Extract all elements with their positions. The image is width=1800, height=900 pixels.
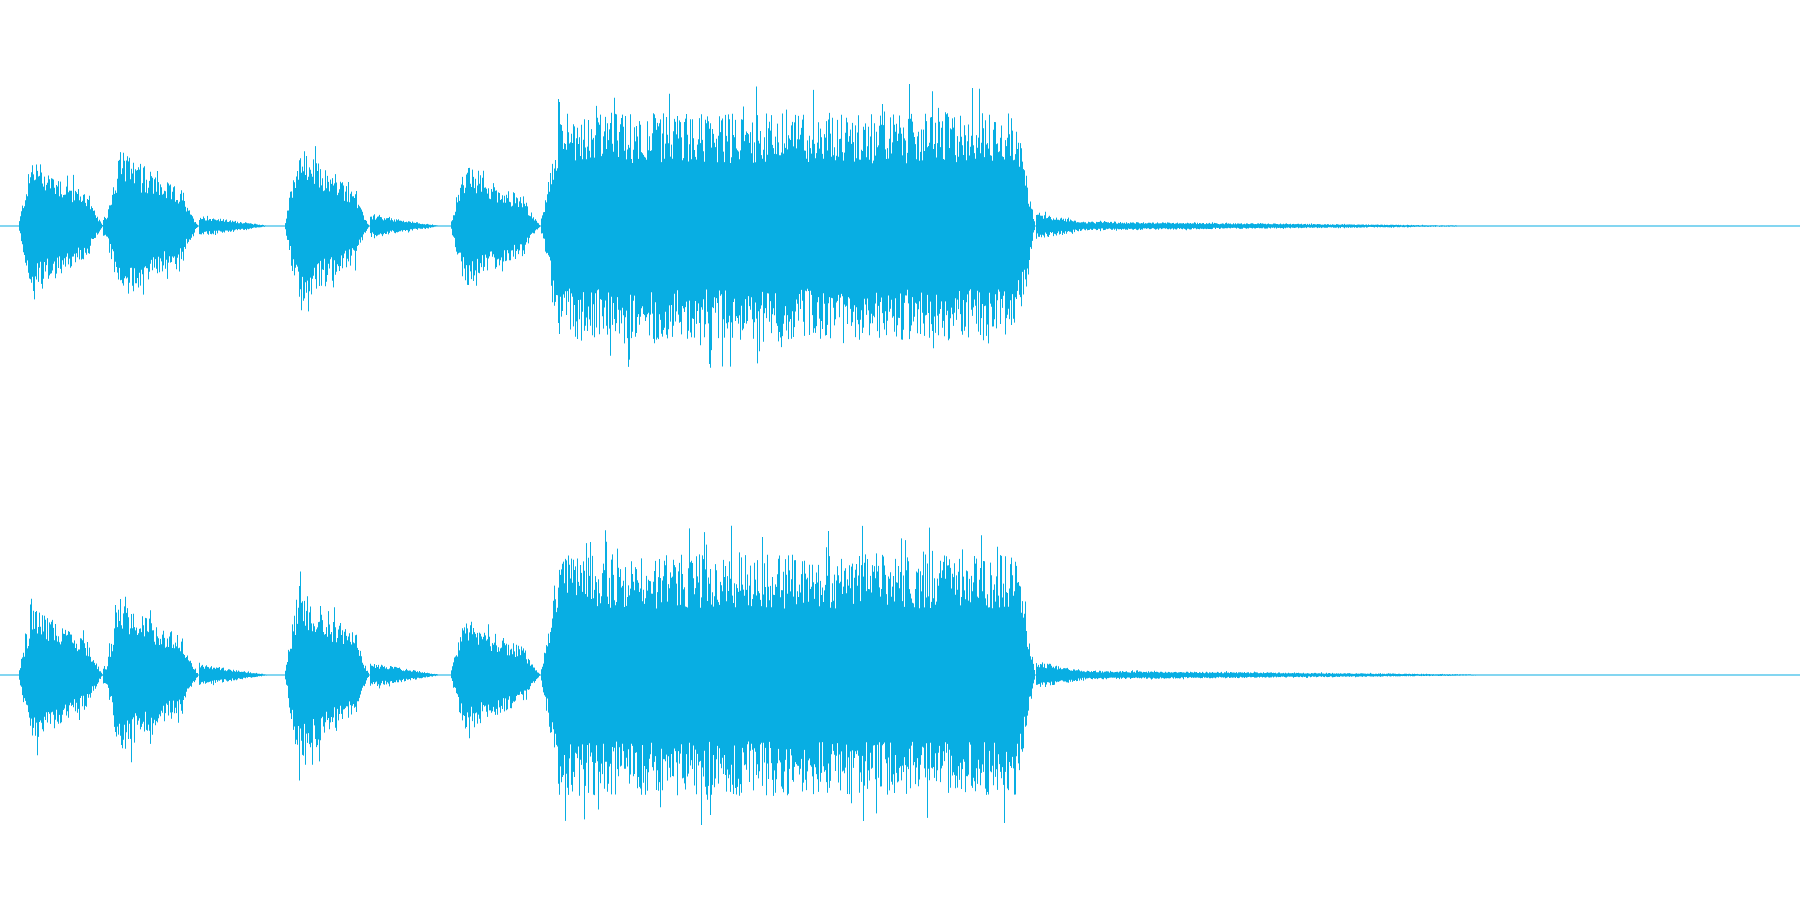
waveform-path xyxy=(19,84,1458,368)
channel-right-waveform xyxy=(0,525,1800,825)
channel-left-waveform xyxy=(0,84,1800,368)
waveform-path xyxy=(19,525,1476,825)
